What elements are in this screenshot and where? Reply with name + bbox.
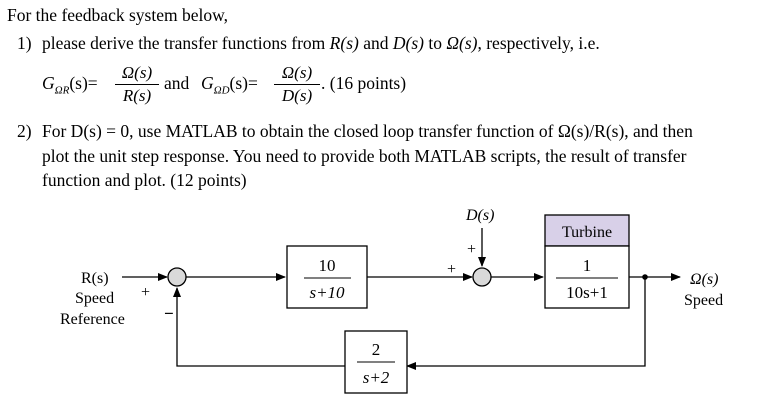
controller-denominator: s+10 — [309, 283, 345, 302]
q1-R: R(s) — [329, 33, 359, 53]
summing-junction-2 — [472, 267, 492, 287]
g-omega-r-denominator: R(s) — [122, 86, 152, 105]
controller-numerator: 10 — [319, 256, 336, 275]
plant-denominator: 10s+1 — [566, 283, 608, 302]
points-16: . (16 points) — [321, 73, 407, 93]
turbine-header — [544, 214, 630, 247]
question-2-line-3: function and plot. (12 points) — [42, 170, 247, 190]
plant-block — [544, 245, 630, 309]
g-omega-r-fraction: Ω(s) R(s) — [115, 63, 159, 106]
sum2-plus-top: + — [467, 241, 476, 258]
q1-to: to — [423, 33, 447, 53]
question-2-number: 2) — [17, 121, 32, 141]
intro-text: For the feedback system below, — [7, 5, 228, 25]
turbine-label: Turbine — [562, 224, 612, 241]
input-label-r: R(s) — [81, 270, 109, 287]
sum2-plus-left: + — [447, 261, 456, 278]
disturbance-label: D(s) — [465, 207, 494, 224]
q1-text-a: please derive the transfer functions fro… — [42, 33, 330, 53]
question-1-text: please derive the transfer functions fro… — [42, 33, 600, 54]
q1-D: D(s) — [392, 33, 424, 53]
feedback-block — [344, 330, 408, 394]
input-label-speed: Speed — [75, 290, 114, 307]
feedback-denominator: s+2 — [363, 368, 390, 387]
output-label-speed: Speed — [684, 292, 723, 309]
g-omega-r-numerator: Ω(s) — [121, 63, 153, 82]
input-label-reference: Reference — [60, 311, 125, 328]
feedback-numerator: 2 — [372, 340, 381, 359]
output-label-omega: Ω(s) — [690, 271, 718, 288]
feedback-line-right — [406, 277, 646, 370]
question-2-line-2: plot the unit step response. You need to… — [42, 146, 687, 166]
question-1-number: 1) — [17, 33, 32, 53]
q1-tail: , respectively, i.e. — [477, 33, 600, 53]
sum1-plus-sign: + — [141, 284, 150, 301]
g-omega-r-label: GΩR(s)= — [42, 73, 98, 97]
g-omega-d-label: GΩD(s)= — [201, 73, 258, 97]
controller-block — [286, 245, 368, 309]
sum1-minus-sign: − — [164, 304, 174, 323]
feedback-line-left — [173, 287, 345, 367]
summing-junction-1 — [167, 267, 187, 287]
and-text: and — [164, 73, 190, 93]
q1-and: and — [358, 33, 393, 53]
g-omega-d-fraction: Ω(s) D(s) — [274, 63, 320, 106]
g-omega-d-denominator: D(s) — [281, 86, 313, 105]
question-2-line-1: For D(s) = 0, use MATLAB to obtain the c… — [42, 121, 693, 141]
q1-omega: Ω(s) — [446, 33, 478, 53]
plant-numerator: 1 — [583, 256, 592, 275]
g-omega-d-numerator: Ω(s) — [281, 63, 313, 82]
